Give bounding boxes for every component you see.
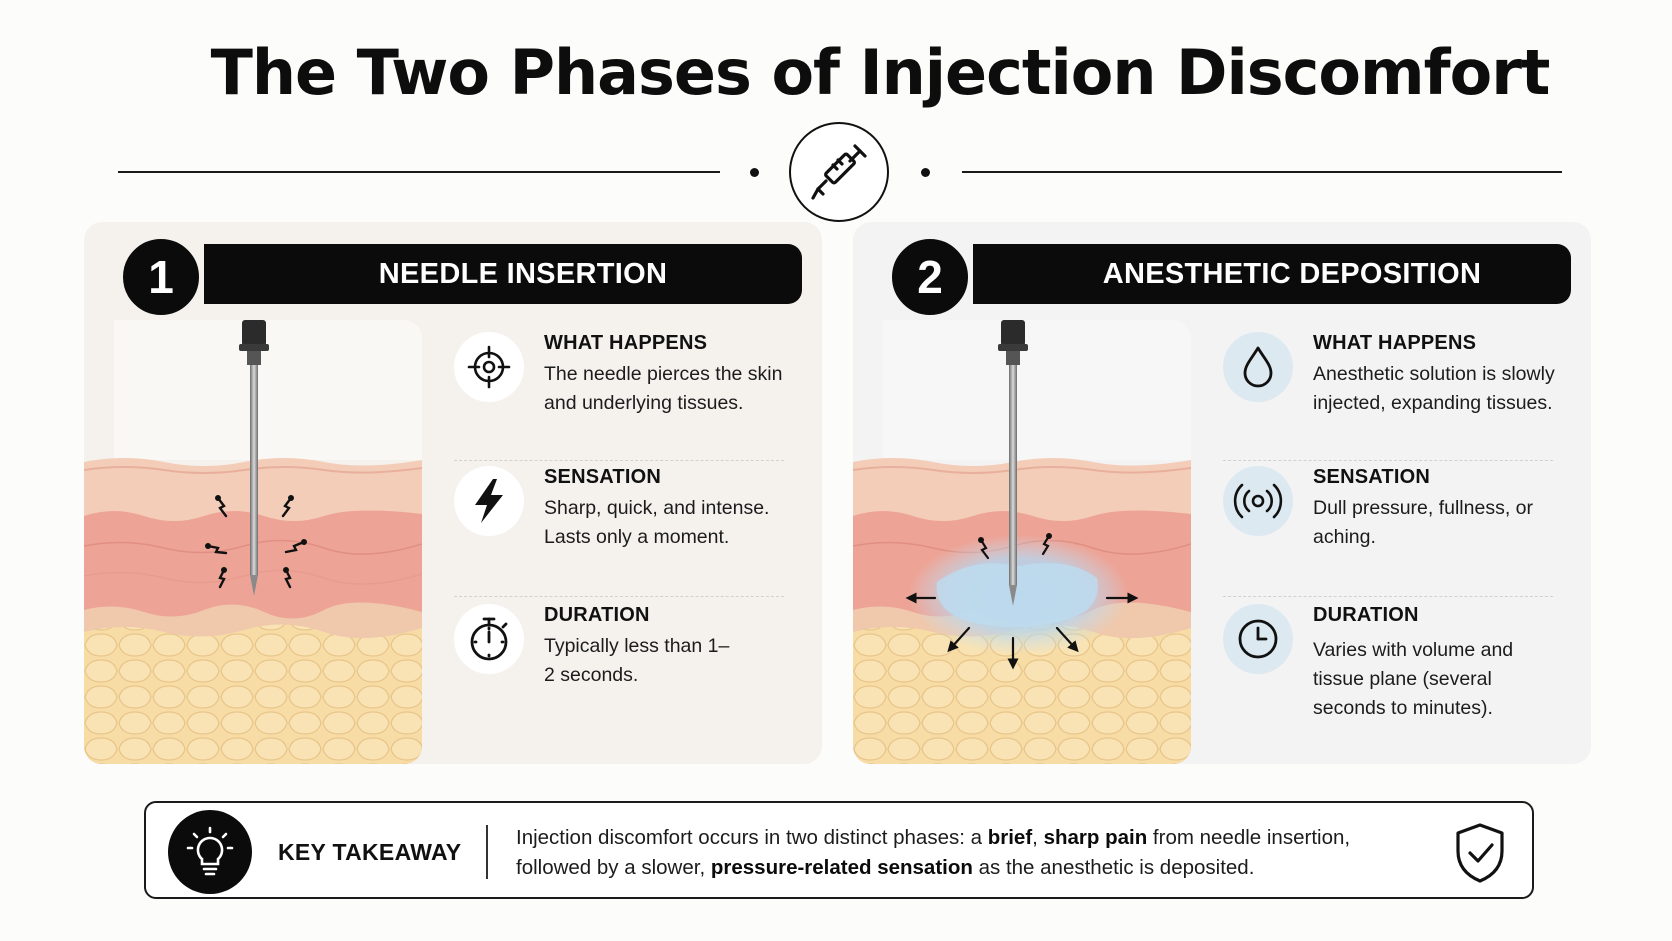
divider [1223,460,1553,461]
anesthetic-deposition-illustration [853,320,1191,764]
shield-check-icon [1456,823,1504,883]
duration-heading: DURATION [1313,604,1419,626]
what-happens-text: The needle pierces the skin and underlyi… [544,363,783,414]
sensation-heading: SENSATION [544,466,661,488]
phase-2-panel: 2 ANESTHETIC DEPOSITION [853,222,1591,764]
sensation-text: Sharp, quick, and intense. Lasts only a … [544,497,770,548]
lightbulb-icon [168,810,252,894]
what-happens-heading: WHAT HAPPENS [544,332,708,354]
key-takeaway-box: KEY TAKEAWAY Injection discomfort occurs… [144,801,1534,899]
takeaway-emphasis: brief [987,826,1033,849]
sensation-heading: SENSATION [1313,466,1430,488]
divider [1223,596,1553,597]
key-takeaway-text: Injection discomfort occurs in two disti… [516,823,1416,883]
page-title: The Two Phases of Injection Discomfort [210,36,1551,109]
clock-icon [1223,604,1293,674]
takeaway-emphasis: pressure-related sensation [710,856,973,879]
key-takeaway-label: KEY TAKEAWAY [278,839,462,865]
takeaway-text-part: Injection discomfort occurs in two disti… [516,826,988,849]
crosshair-icon [454,332,524,402]
phase-2-title: ANESTHETIC DEPOSITION [973,244,1571,304]
stopwatch-icon [454,604,524,674]
takeaway-emphasis: sharp pain [1043,826,1148,849]
header-dot-left [750,168,759,177]
phase-1-title: NEEDLE INSERTION [204,244,802,304]
header-rule-right [962,171,1562,173]
droplet-icon [1223,332,1293,402]
phase-1-panel: 1 NEEDLE INSERTION [84,222,822,764]
duration-text: Varies with volume and tissue plane (sev… [1313,639,1514,719]
phase-2-number-badge: 2 [887,234,973,320]
syringe-icon [789,122,889,222]
needle-insertion-illustration [84,320,422,764]
divider [454,460,784,461]
divider [454,596,784,597]
duration-heading: DURATION [544,604,650,626]
duration-text: Typically less than 1–2 seconds. [544,635,730,686]
header-rule-left [118,171,720,173]
what-happens-text: Anesthetic solution is slowly injected, … [1313,363,1555,414]
header-dot-right [921,168,930,177]
takeaway-text-part: as the anesthetic is deposited. [972,856,1255,879]
phase-1-number-badge: 1 [118,234,204,320]
sensation-text: Dull pressure, fullness, or aching. [1313,497,1534,548]
takeaway-text-part: from needle insertion, followed by a slo… [516,826,1351,879]
key-takeaway-divider [486,825,488,879]
what-happens-heading: WHAT HAPPENS [1313,332,1477,354]
takeaway-text-part: , [1032,826,1044,849]
pressure-waves-icon [1223,466,1293,536]
lightning-bolt-icon [454,466,524,536]
